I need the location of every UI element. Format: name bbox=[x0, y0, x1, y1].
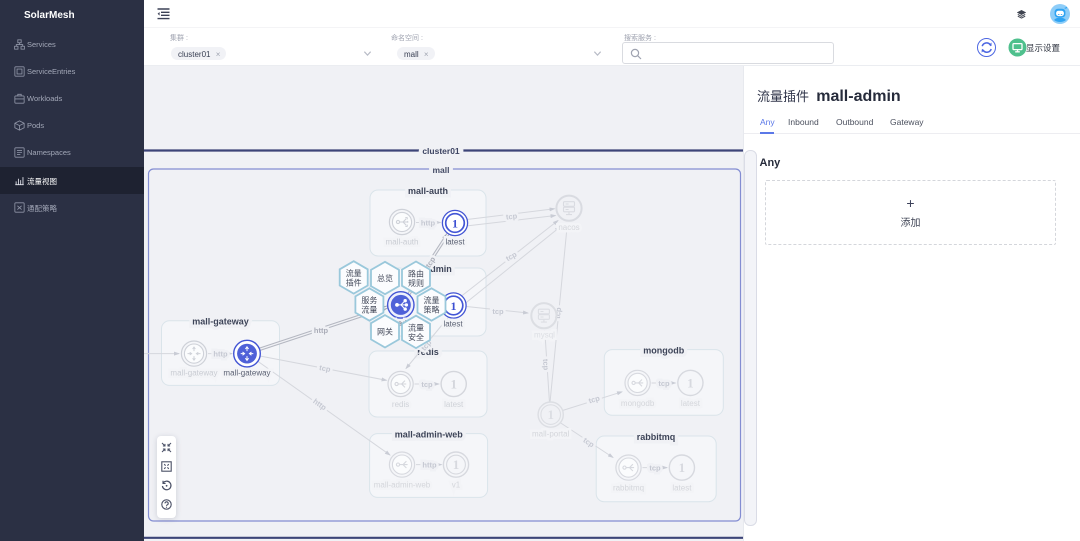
svg-text:mall: mall bbox=[432, 165, 449, 175]
svg-text:流量: 流量 bbox=[408, 323, 424, 333]
svg-text:http: http bbox=[421, 219, 436, 228]
svg-text:流量: 流量 bbox=[346, 268, 362, 278]
svg-text:mall-auth: mall-auth bbox=[386, 238, 419, 247]
svg-text:mall-admin-web: mall-admin-web bbox=[374, 481, 431, 490]
svg-text:tcp: tcp bbox=[505, 211, 518, 221]
svg-text:mall-portal: mall-portal bbox=[532, 430, 570, 439]
svg-text:路由: 路由 bbox=[408, 268, 424, 278]
svg-text:mall-gateway: mall-gateway bbox=[223, 369, 270, 378]
svg-text:流量: 流量 bbox=[424, 295, 440, 305]
svg-text:安全: 安全 bbox=[408, 332, 424, 342]
svg-text:latest: latest bbox=[445, 238, 465, 247]
svg-text:策略: 策略 bbox=[424, 305, 440, 315]
svg-text:cluster01: cluster01 bbox=[422, 146, 460, 156]
svg-text:规则: 规则 bbox=[408, 278, 424, 288]
svg-text:mall-gateway: mall-gateway bbox=[170, 369, 217, 378]
svg-text:1: 1 bbox=[452, 216, 458, 230]
svg-text:tcp: tcp bbox=[658, 379, 670, 388]
svg-text:1: 1 bbox=[547, 407, 554, 422]
svg-text:网关: 网关 bbox=[377, 327, 393, 337]
svg-text:http: http bbox=[314, 326, 329, 335]
svg-text:mall-admin-web: mall-admin-web bbox=[395, 430, 464, 440]
svg-text:mysql: mysql bbox=[534, 331, 555, 340]
svg-text:tcp: tcp bbox=[587, 393, 601, 405]
svg-text:插件: 插件 bbox=[346, 278, 362, 288]
svg-text:服务: 服务 bbox=[361, 295, 377, 305]
svg-text:mall-auth: mall-auth bbox=[408, 186, 448, 196]
svg-text:latest: latest bbox=[672, 484, 692, 493]
svg-text:latest: latest bbox=[444, 400, 464, 409]
svg-text:1: 1 bbox=[451, 299, 457, 313]
svg-text:tcp: tcp bbox=[319, 363, 332, 374]
svg-text:流量: 流量 bbox=[361, 305, 377, 315]
svg-text:总览: 总览 bbox=[377, 273, 393, 283]
svg-text:rabbitmq: rabbitmq bbox=[637, 432, 676, 442]
svg-text:tcp: tcp bbox=[649, 464, 661, 473]
svg-text:nacos: nacos bbox=[558, 223, 579, 232]
svg-text:mongodb: mongodb bbox=[643, 346, 684, 356]
svg-text:tcp: tcp bbox=[541, 359, 551, 371]
svg-text:http: http bbox=[422, 461, 437, 470]
svg-text:latest: latest bbox=[443, 320, 463, 329]
svg-text:1: 1 bbox=[450, 377, 457, 392]
svg-text:mall-gateway: mall-gateway bbox=[192, 317, 249, 327]
svg-text:1: 1 bbox=[687, 375, 694, 390]
svg-text:latest: latest bbox=[681, 399, 701, 408]
svg-text:http: http bbox=[213, 350, 228, 359]
svg-text:1: 1 bbox=[453, 457, 460, 472]
svg-text:tcp: tcp bbox=[492, 307, 504, 316]
svg-text:tcp: tcp bbox=[504, 250, 519, 264]
svg-text:redis: redis bbox=[392, 400, 409, 409]
svg-text:1: 1 bbox=[679, 460, 686, 475]
svg-text:rabbitmq: rabbitmq bbox=[613, 484, 644, 493]
svg-text:redis: redis bbox=[417, 347, 439, 357]
svg-text:v1: v1 bbox=[452, 481, 461, 490]
svg-text:mongodb: mongodb bbox=[621, 399, 655, 408]
svg-text:tcp: tcp bbox=[421, 380, 433, 389]
